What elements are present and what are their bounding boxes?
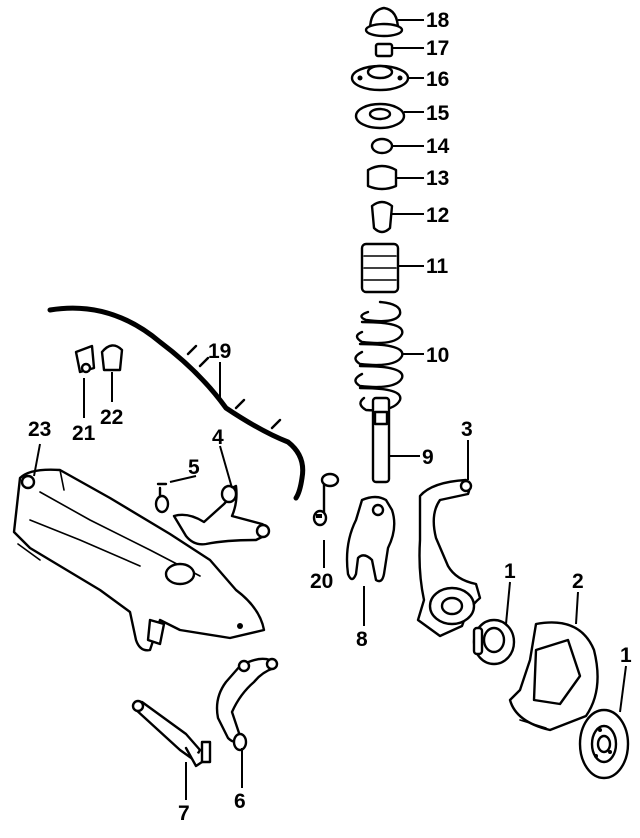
callout-11: 11: [426, 255, 449, 278]
steering-knuckle-3: [416, 478, 482, 638]
callout-2: 2: [572, 570, 584, 593]
crossmember-23: [12, 468, 266, 652]
bushing-21: [74, 344, 96, 374]
callout-22: 22: [100, 406, 123, 429]
callout-23: 23: [28, 418, 51, 441]
bracket-22: [100, 344, 124, 372]
callout-1-hub: 1: [504, 560, 516, 583]
spring-seat-15: [354, 102, 406, 130]
coil-spring-10: [354, 300, 404, 412]
dust-boot-11: [360, 242, 400, 294]
hub-bearing-1: [472, 618, 516, 666]
callout-16: 16: [426, 68, 449, 91]
callout-12: 12: [426, 204, 449, 227]
callout-6: 6: [234, 790, 246, 813]
knuckle-8: [345, 495, 396, 583]
upper-control-arm-4: [172, 484, 271, 546]
callout-17: 17: [426, 37, 449, 60]
leader-lines: [33, 19, 627, 800]
callout-13: 13: [426, 167, 449, 190]
nut-17: [374, 42, 394, 58]
jounce-bumper-12: [370, 200, 394, 234]
link-5: [154, 482, 170, 514]
callout-9: 9: [422, 446, 434, 469]
callout-labels: 18 17 16 15 14 13 12 11 10 9 3 1 2 1 19 …: [28, 9, 632, 825]
upper-mount-16: [350, 64, 410, 92]
bump-stop-13: [366, 164, 398, 191]
callout-21: 21: [72, 422, 96, 445]
strut-shock-9: [371, 396, 391, 484]
lower-arm-6: [215, 657, 279, 752]
upper-bumper-18: [364, 6, 404, 38]
stabilizer-link-20: [312, 472, 340, 527]
callout-1-rotor: 1: [620, 644, 632, 667]
bearing-14: [370, 137, 394, 155]
callout-14: 14: [426, 135, 450, 158]
callout-10: 10: [426, 344, 449, 367]
callout-7: 7: [178, 802, 190, 825]
brake-rotor-1: [578, 708, 630, 780]
callout-8: 8: [356, 628, 368, 651]
callout-15: 15: [426, 102, 450, 125]
callout-4: 4: [212, 426, 224, 449]
callout-18: 18: [426, 9, 450, 32]
callout-19: 19: [208, 340, 231, 363]
stabilizer-bar-19: [47, 305, 306, 501]
dust-shield-2: [508, 621, 599, 732]
callout-3: 3: [461, 418, 473, 441]
callout-5: 5: [188, 456, 200, 479]
callout-20: 20: [310, 570, 333, 593]
lateral-arm-7: [131, 699, 212, 768]
